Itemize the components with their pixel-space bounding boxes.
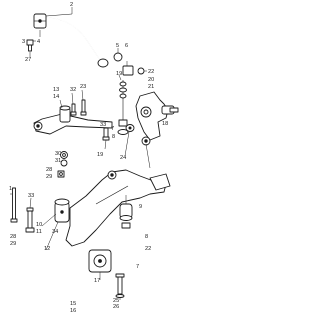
- knuckle-bushing-24: [125, 124, 135, 132]
- callout-29: 29: [46, 174, 52, 180]
- callout-3: 3: [22, 39, 25, 45]
- lower-control-arm: [65, 169, 171, 247]
- callout-22: 22: [148, 69, 154, 75]
- callout-31: 31: [55, 158, 61, 164]
- callout-7b: 7: [136, 264, 139, 270]
- callout-13: 13: [53, 87, 59, 93]
- callout-20: 20: [148, 77, 154, 83]
- callout-2: 2: [70, 2, 73, 8]
- knuckle: [135, 91, 179, 146]
- callout-24: 24: [120, 155, 126, 161]
- rear-suspension-exploded-view: 2 3 4 27 5 6 22 13 14 32 23 19 7 8 20 21…: [9, 2, 179, 314]
- bolt-33-lower: [25, 207, 35, 233]
- callout-14: 14: [53, 94, 59, 100]
- callout-18: 18: [162, 121, 168, 127]
- callout-6: 6: [125, 43, 128, 49]
- callout-4: 4: [37, 39, 40, 45]
- bushing-bolt-27: [26, 39, 34, 52]
- parts-diagram: 2 3 4 27 5 6 22 13 14 32 23 19 7 8 20 21…: [9, 2, 179, 314]
- arm-bolt-23: [80, 99, 87, 116]
- hardware-30-31: [60, 151, 68, 167]
- callout-labels-duplicates: 33 8 22 7 28 29 19: [10, 152, 151, 270]
- callout-33a: 33: [100, 122, 106, 128]
- callout-labels: 2 3 4 27 5 6 22 13 14 32 23 19 7 8 20 21…: [9, 2, 168, 314]
- callout-33b: 33: [28, 193, 34, 199]
- leader-lines: [10, 7, 151, 300]
- callout-10: 10: [36, 222, 42, 228]
- callout-16: 16: [70, 308, 76, 314]
- callout-26: 26: [113, 304, 119, 310]
- lower-mount-17: [88, 249, 112, 273]
- callout-32: 32: [70, 87, 76, 93]
- arm-bolt-32: [70, 103, 77, 116]
- callout-25: 25: [113, 298, 119, 304]
- mount-bolt-25-26: [115, 273, 125, 298]
- arm-bushing-13-14: [59, 105, 71, 123]
- callout-22b: 22: [145, 246, 151, 252]
- long-bolt-1: [10, 187, 18, 223]
- callout-7: 7: [111, 126, 114, 132]
- callout-8b: 8: [145, 234, 148, 240]
- callout-11: 11: [36, 229, 42, 235]
- callout-19: 19: [116, 71, 122, 77]
- callout-28: 28: [46, 167, 52, 173]
- trailing-arm: [33, 113, 113, 135]
- callout-21: 21: [148, 84, 154, 90]
- callout-19b: 19: [97, 152, 103, 158]
- lower-arm-bushing-10-11: [54, 198, 70, 223]
- stabilizer-bushing-left: [33, 13, 47, 29]
- callout-29b: 29: [10, 241, 16, 247]
- callout-12: 12: [44, 246, 50, 252]
- callout-28b: 28: [10, 234, 16, 240]
- bar-end-bushings: [97, 52, 145, 76]
- callout-23: 23: [80, 84, 86, 90]
- callout-1: 1: [9, 186, 12, 192]
- callout-5: 5: [116, 43, 119, 49]
- bushing-9: [119, 203, 133, 229]
- callout-8: 8: [112, 134, 115, 140]
- callout-17: 17: [94, 278, 100, 284]
- callout-30: 30: [55, 151, 61, 157]
- stabilizer-link: [117, 80, 129, 135]
- hardware-28-29: [57, 170, 65, 178]
- bolt-33-mid: [102, 127, 110, 141]
- callout-27: 27: [25, 57, 31, 63]
- callout-15: 15: [70, 301, 76, 307]
- callout-34: 34: [52, 229, 58, 235]
- callout-9: 9: [139, 204, 142, 210]
